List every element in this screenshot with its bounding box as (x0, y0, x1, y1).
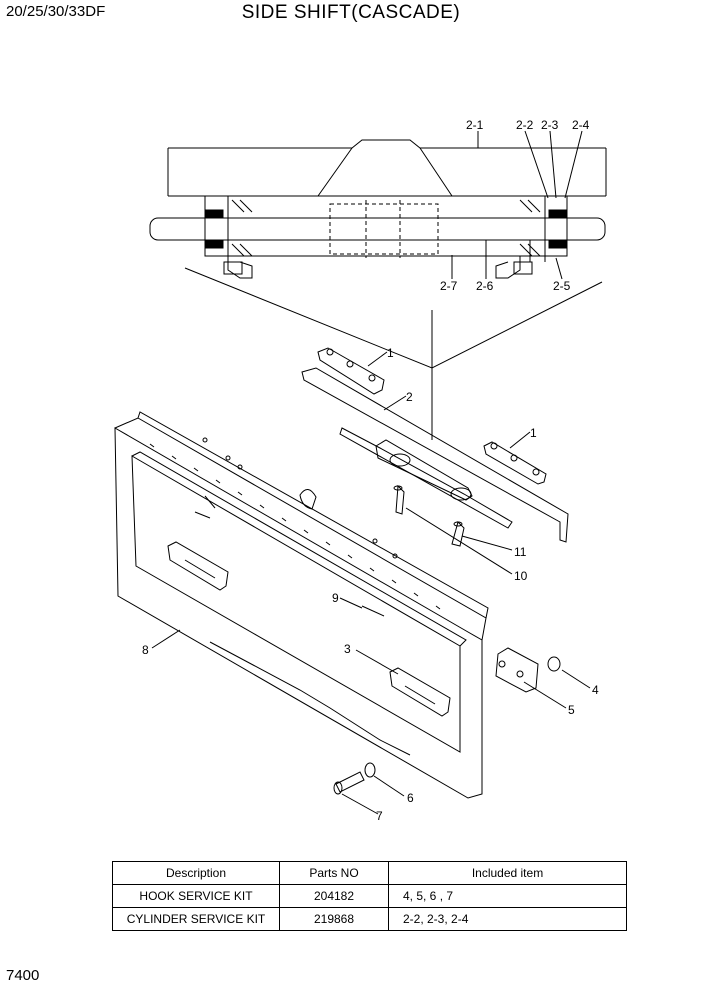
callout-1-right: 1 (530, 426, 537, 440)
callout-8: 8 (142, 643, 149, 657)
table-header-row: Description Parts NO Included item (112, 861, 627, 885)
callout-9: 9 (332, 591, 339, 605)
callout-2-4: 2-4 (572, 118, 590, 132)
callout-2-1: 2-1 (466, 118, 484, 132)
callout-2-6: 2-6 (476, 279, 494, 293)
cylinder-assembly-2 (301, 367, 569, 543)
column-header-parts-no: Parts NO (279, 861, 389, 885)
callout-5: 5 (568, 703, 575, 717)
carriage-frame (114, 411, 489, 799)
fittings-10-11 (393, 484, 465, 547)
callout-leaders (151, 351, 591, 815)
row-included-item: 2-2, 2-3, 2-4 (388, 907, 627, 931)
callout-2-2: 2-2 (516, 118, 534, 132)
service-kit-table: Description Parts NO Included item HOOK … (112, 861, 627, 931)
cylinder-section-detail (149, 130, 607, 440)
callout-6: 6 (407, 791, 414, 805)
callout-2-5: 2-5 (553, 279, 571, 293)
callout-7: 7 (376, 809, 383, 823)
page-title: SIDE SHIFT(CASCADE) (241, 2, 461, 23)
callout-2-7: 2-7 (440, 279, 458, 293)
page-number: 7400 (6, 967, 40, 984)
bolt-7-washer-6 (333, 762, 376, 795)
column-header-description: Description (112, 861, 280, 885)
row-description: CYLINDER SERVICE KIT (112, 907, 280, 931)
callout-1-top: 1 (387, 346, 394, 360)
table-row: HOOK SERVICE KIT 204182 4, 5, 6 , 7 (112, 884, 627, 908)
column-header-included-item: Included item (388, 861, 627, 885)
callout-4: 4 (592, 683, 599, 697)
callout-11: 11 (514, 545, 527, 559)
nut-4 (547, 656, 561, 672)
hook-plates-1 (317, 347, 547, 485)
table-row: CYLINDER SERVICE KIT 219868 2-2, 2-3, 2-… (112, 907, 627, 931)
callout-2: 2 (406, 390, 413, 404)
row-parts-no: 204182 (279, 884, 389, 908)
model-code: 20/25/30/33DF (6, 3, 106, 20)
lower-hook-left (167, 541, 229, 591)
row-parts-no: 219868 (279, 907, 389, 931)
hook-block-5 (495, 647, 539, 693)
row-description: HOOK SERVICE KIT (112, 884, 280, 908)
callout-labels: 2-1 2-2 2-3 2-4 2-5 2-6 2-7 1 2 1 11 10 … (142, 118, 599, 823)
callout-10: 10 (514, 569, 528, 583)
row-included-item: 4, 5, 6 , 7 (388, 884, 627, 908)
pin-9 (361, 605, 385, 617)
lower-hook-right (389, 667, 451, 717)
callout-3: 3 (344, 642, 351, 656)
callout-2-3: 2-3 (541, 118, 559, 132)
